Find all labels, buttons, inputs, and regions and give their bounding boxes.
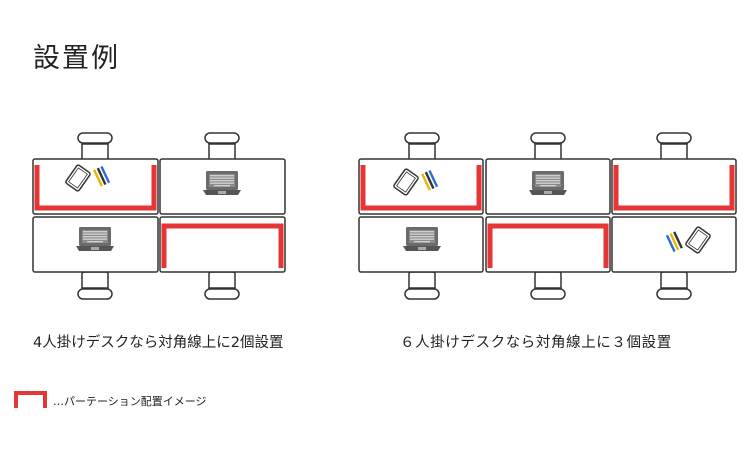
four-person-desk bbox=[32, 132, 286, 300]
chair-icon bbox=[530, 271, 566, 300]
chair-icon bbox=[656, 132, 692, 161]
chair-icon bbox=[204, 271, 240, 300]
desk-seat bbox=[159, 216, 286, 273]
laptop-icon bbox=[203, 171, 241, 195]
desk-seat bbox=[485, 216, 611, 273]
partition-panel bbox=[34, 165, 157, 211]
six-person-desk bbox=[358, 132, 737, 300]
legend-label: …パーテーション配置イメージ bbox=[53, 395, 207, 408]
chair-icon bbox=[204, 132, 240, 161]
desk-seat bbox=[611, 216, 737, 273]
desk-seat bbox=[611, 158, 737, 215]
partition-panel bbox=[613, 165, 735, 211]
chair-icon bbox=[530, 132, 566, 161]
desk-seat bbox=[358, 158, 484, 215]
caption-four-person: 4人掛けデスクなら対角線上に2個設置 bbox=[33, 335, 284, 351]
partition-panel bbox=[161, 223, 284, 268]
chair-icon bbox=[404, 271, 440, 300]
page-title: 設置例 bbox=[33, 43, 120, 74]
laptop-icon bbox=[529, 171, 567, 195]
laptop-icon bbox=[403, 227, 441, 251]
chair-icon bbox=[656, 271, 692, 300]
caption-six-person: ６人掛けデスクなら対角線上に３個設置 bbox=[400, 335, 672, 351]
chair-icon bbox=[404, 132, 440, 161]
chair-icon bbox=[77, 132, 113, 161]
partition-panel bbox=[487, 223, 609, 268]
desk-seat bbox=[32, 158, 159, 215]
legend: …パーテーション配置イメージ bbox=[14, 388, 207, 410]
laptop-icon bbox=[76, 227, 114, 251]
partition-panel bbox=[360, 165, 482, 211]
partition-legend-swatch bbox=[14, 391, 47, 408]
chair-icon bbox=[77, 271, 113, 300]
